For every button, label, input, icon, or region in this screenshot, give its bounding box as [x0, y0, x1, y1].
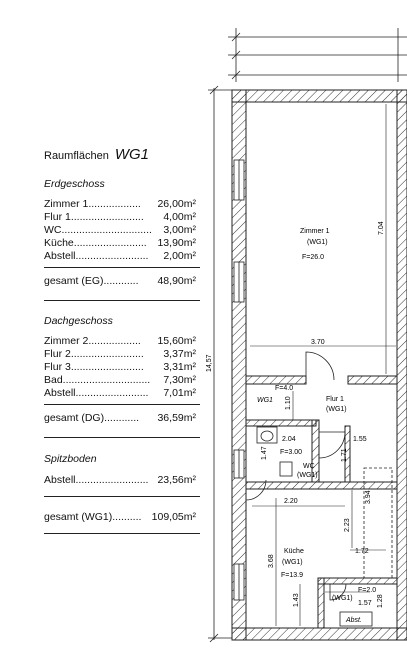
room1-name: Zimmer 1: [300, 228, 330, 235]
dim-394: 3.94: [365, 490, 372, 504]
dim-220: 2.20: [284, 498, 298, 505]
room1-wg: (WG1): [307, 239, 328, 246]
windows: [233, 159, 245, 601]
plan-wg-label: WG1: [257, 397, 273, 404]
legend-divider: [44, 437, 200, 438]
legend-divider: [44, 496, 200, 497]
wc-wg: (WG1): [297, 472, 318, 479]
dim-128: 1.28: [377, 594, 384, 608]
legend-divider: [44, 267, 200, 268]
legend-row: Zimmer 1..................26,00m²: [44, 198, 196, 210]
interior-dimension-lines: [250, 104, 396, 626]
legend-row: Abstell.........................2,00m²: [44, 250, 196, 262]
legend-title-wg: WG1: [114, 146, 149, 163]
dim-157: 1.57: [358, 600, 372, 607]
legend-row: Zimmer 2..................15,60m²: [44, 335, 196, 347]
overall-height-dimension: [208, 85, 232, 643]
kitchen-counter: [363, 467, 393, 579]
legend-row: Bad..............................7,30m²: [44, 374, 196, 386]
abst-label-box: [339, 611, 373, 627]
doors: [245, 351, 347, 601]
abst-name: Abst.: [345, 617, 362, 624]
section-heading-dg: Dachgeschoss: [44, 315, 113, 327]
section-heading-sb: Spitzboden: [44, 453, 97, 465]
legend-row: Flur 1.........................4,00m²: [44, 211, 196, 223]
legend-divider: [44, 300, 200, 301]
outer-walls: [231, 89, 407, 641]
legend-divider: [44, 533, 200, 534]
dim-172: 1.72: [355, 548, 369, 555]
flur-dim: 1.10: [285, 396, 292, 410]
room1-width: 3.70: [311, 339, 325, 346]
dim-155: 1.55: [353, 436, 367, 443]
section-heading-eg: Erdgeschoss: [44, 178, 105, 190]
abst-area: F=2.0: [358, 587, 376, 594]
legend-row: Abstell.........................23,56m²: [44, 474, 196, 486]
kitchen-wg: (WG1): [282, 559, 303, 566]
flur-wg: (WG1): [326, 406, 347, 413]
abst-wg: (WG1): [332, 595, 353, 602]
legend-row: Küche.........................13,90m²: [44, 237, 196, 249]
room1-area: F=26.0: [302, 254, 324, 261]
wc-name: WC: [303, 463, 315, 470]
wc-fixtures: [256, 426, 293, 477]
dim-147: 1.47: [261, 446, 268, 460]
legend-row: Abstell.........................7,01m²: [44, 387, 196, 399]
flur-area-b: F=3.00: [280, 449, 302, 456]
legend-row: Flur 2.........................3,37m²: [44, 348, 196, 360]
top-dimension-lines: [228, 28, 407, 82]
legend-row: Flur 3.........................3,31m²: [44, 361, 196, 373]
overall-height-label: 14,57: [206, 354, 213, 372]
kitchen-name: Küche: [284, 548, 304, 555]
dim-204: 2.04: [282, 436, 296, 443]
legend-divider: [44, 404, 200, 405]
dim-171: 1.71: [341, 448, 348, 462]
flur-area-a: F=4.0: [275, 385, 293, 392]
room1-depth: 7.04: [378, 221, 385, 235]
legend-row: WC...............................3,00m²: [44, 224, 196, 236]
dim-223: 2.23: [344, 518, 351, 532]
kitchen-depth: 3.68: [268, 554, 275, 568]
kitchen-area: F=13.9: [281, 572, 303, 579]
dim-143: 1.43: [293, 593, 300, 607]
flur-name: Flur 1: [326, 396, 344, 403]
